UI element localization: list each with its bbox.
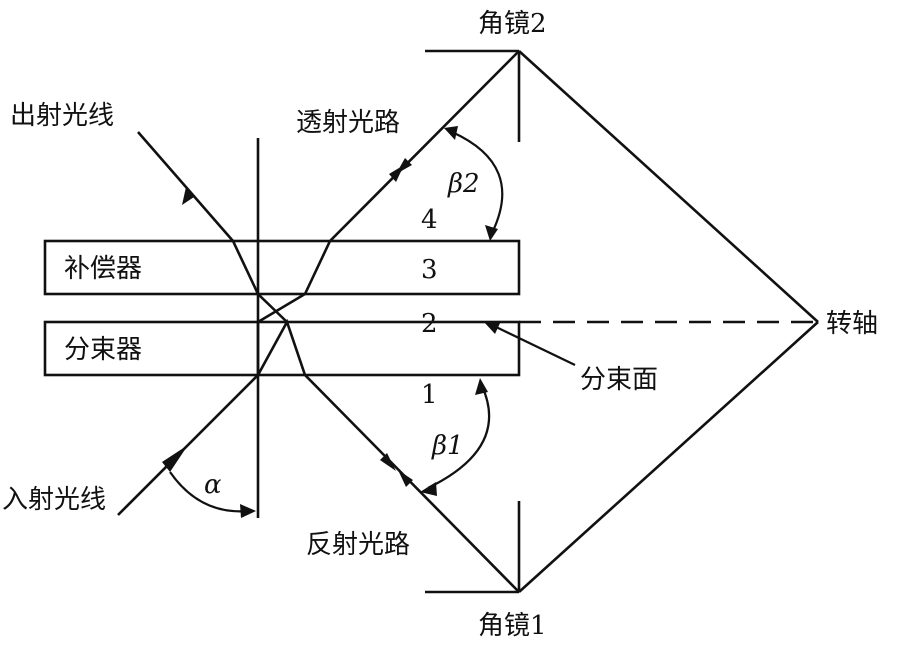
rotation-arm-upper	[518, 50, 819, 323]
transmitted-path-label: 透射光路	[296, 108, 400, 138]
reflected-arrow-out-icon	[398, 470, 413, 487]
incident-ray-label: 入射光线	[2, 485, 106, 515]
exit-ray-label: 出射光线	[10, 101, 114, 131]
exit-ray	[137, 131, 288, 323]
transmitted-arrow-out-icon	[389, 165, 404, 182]
alpha-arc	[169, 471, 249, 513]
beam-splitter-label: 分束器	[64, 335, 142, 365]
incident-arrow-icon	[162, 445, 188, 472]
beta1-label: β1	[431, 431, 464, 461]
beta2-arc	[451, 130, 504, 234]
surface-3-label: 3	[421, 255, 438, 285]
rotation-axis-label: 转轴	[826, 309, 878, 339]
beta1-arc	[427, 385, 491, 489]
rotation-arm-lower	[518, 321, 819, 593]
exit-arrow-icon	[182, 187, 194, 205]
corner-mirror-2-label: 角镜2	[478, 9, 547, 39]
beam-splitter-plate	[43, 320, 521, 377]
splitting-surface-pointer	[493, 325, 576, 366]
splitting-surface-label: 分束面	[580, 365, 658, 395]
alpha-label: α	[204, 470, 222, 500]
beta1-arc-head-bottom-icon	[420, 482, 437, 496]
compensator-plate	[43, 239, 521, 296]
alpha-arc-head-icon	[240, 504, 256, 518]
beta1-arc-head-top-icon	[475, 378, 488, 395]
surface-2-label: 2	[421, 309, 438, 339]
surface-4-label: 4	[421, 205, 438, 235]
compensator-label: 补偿器	[64, 254, 142, 284]
reflected-arrow-in-icon	[380, 453, 396, 471]
surface-1-label: 1	[421, 380, 438, 410]
splitting-surface-pointer-head-icon	[484, 321, 501, 334]
reflected-path-label: 反射光路	[306, 530, 410, 560]
transmitted-path-ray	[256, 50, 520, 375]
beta2-arc-head-top-icon	[444, 126, 458, 140]
beta2-arc-head-bottom-icon	[485, 225, 498, 241]
beta2-label: β2	[447, 169, 480, 199]
corner-mirror-1-label: 角镜1	[478, 611, 547, 641]
reflected-path-ray	[256, 318, 520, 593]
